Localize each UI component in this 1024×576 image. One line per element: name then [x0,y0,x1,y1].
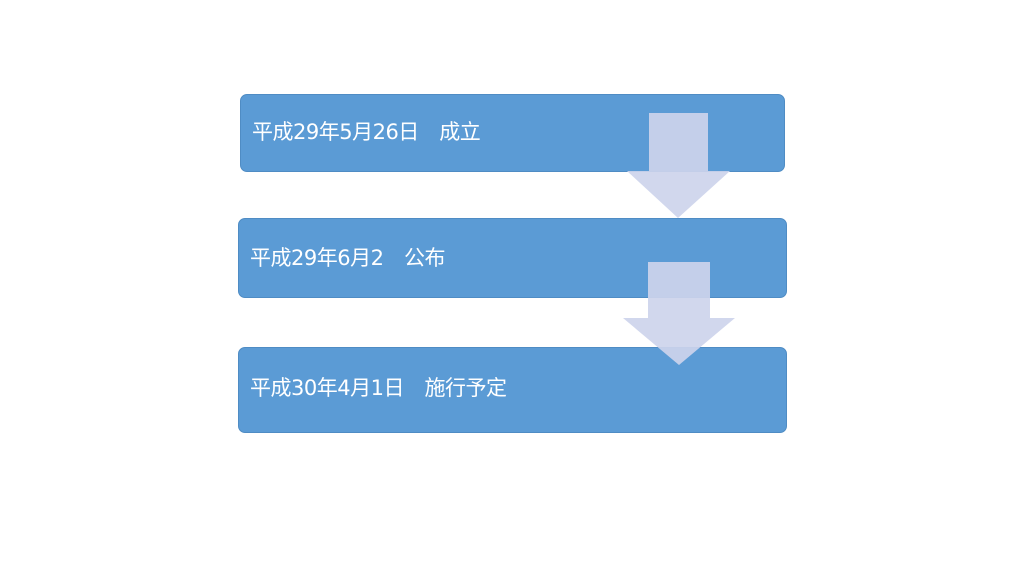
step-label: 平成29年6月2 公布 [250,246,445,270]
step-box-enforcement: 平成30年4月1日 施行予定 [238,347,787,433]
step-box-enacted: 平成29年5月26日 成立 [240,94,785,172]
step-label: 平成30年4月1日 施行予定 [250,376,507,400]
step-box-promulgated: 平成29年6月2 公布 [238,218,787,298]
step-label: 平成29年5月26日 成立 [252,120,481,144]
